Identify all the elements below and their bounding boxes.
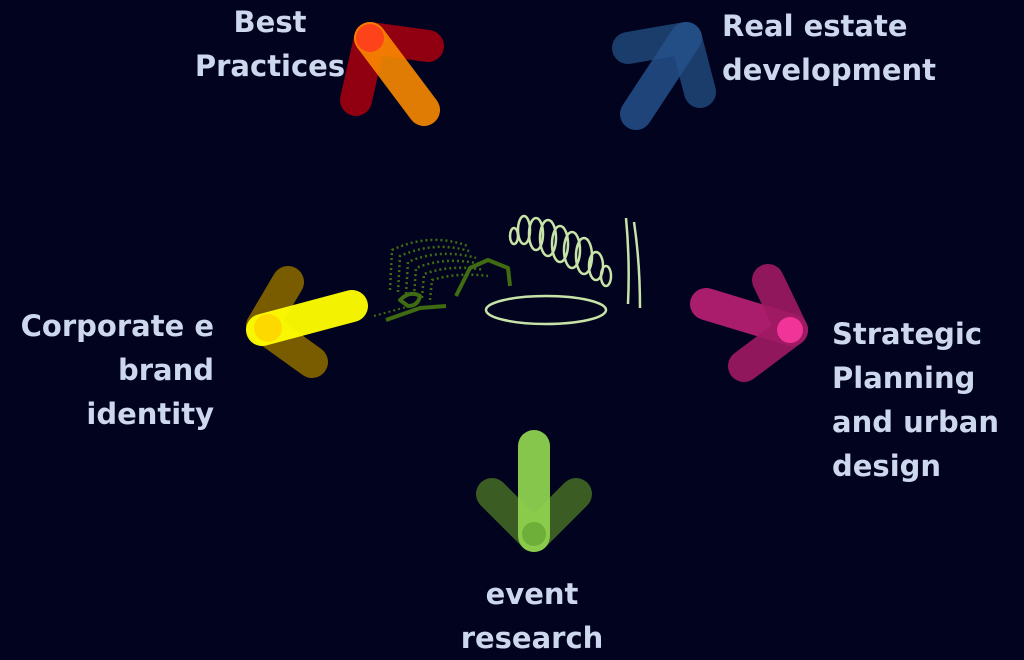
label-line: Planning	[832, 361, 976, 395]
label-line: event	[485, 577, 579, 611]
label-best-practices[interactable]: Best Practices	[190, 0, 350, 88]
label-event-research[interactable]: event research	[432, 572, 632, 660]
label-corporate-identity[interactable]: Corporate e brand identity	[6, 304, 214, 436]
label-line: and urban	[832, 405, 999, 439]
label-line: development	[722, 53, 937, 87]
label-line: Corporate e	[20, 309, 214, 343]
arrow-best-practices[interactable]	[340, 22, 444, 126]
label-line: Real estate	[722, 9, 908, 43]
label-strategic-planning[interactable]: Strategic Planning and urban design	[832, 312, 999, 488]
label-line: Practices	[194, 49, 346, 83]
label-line: design	[832, 449, 942, 483]
label-line: Best	[233, 5, 307, 39]
label-line: research	[460, 621, 604, 655]
arrow-strategic[interactable]	[690, 264, 808, 382]
label-line: Strategic	[832, 317, 983, 351]
label-line: identity	[86, 397, 214, 431]
label-real-estate[interactable]: Real estate development	[722, 4, 936, 92]
abstract-venue-sketch-icon	[373, 214, 642, 326]
label-line: brand	[117, 353, 214, 387]
arrow-corporate[interactable]	[246, 266, 368, 378]
arrow-real-estate[interactable]	[612, 22, 716, 130]
arrow-event[interactable]	[476, 430, 592, 552]
